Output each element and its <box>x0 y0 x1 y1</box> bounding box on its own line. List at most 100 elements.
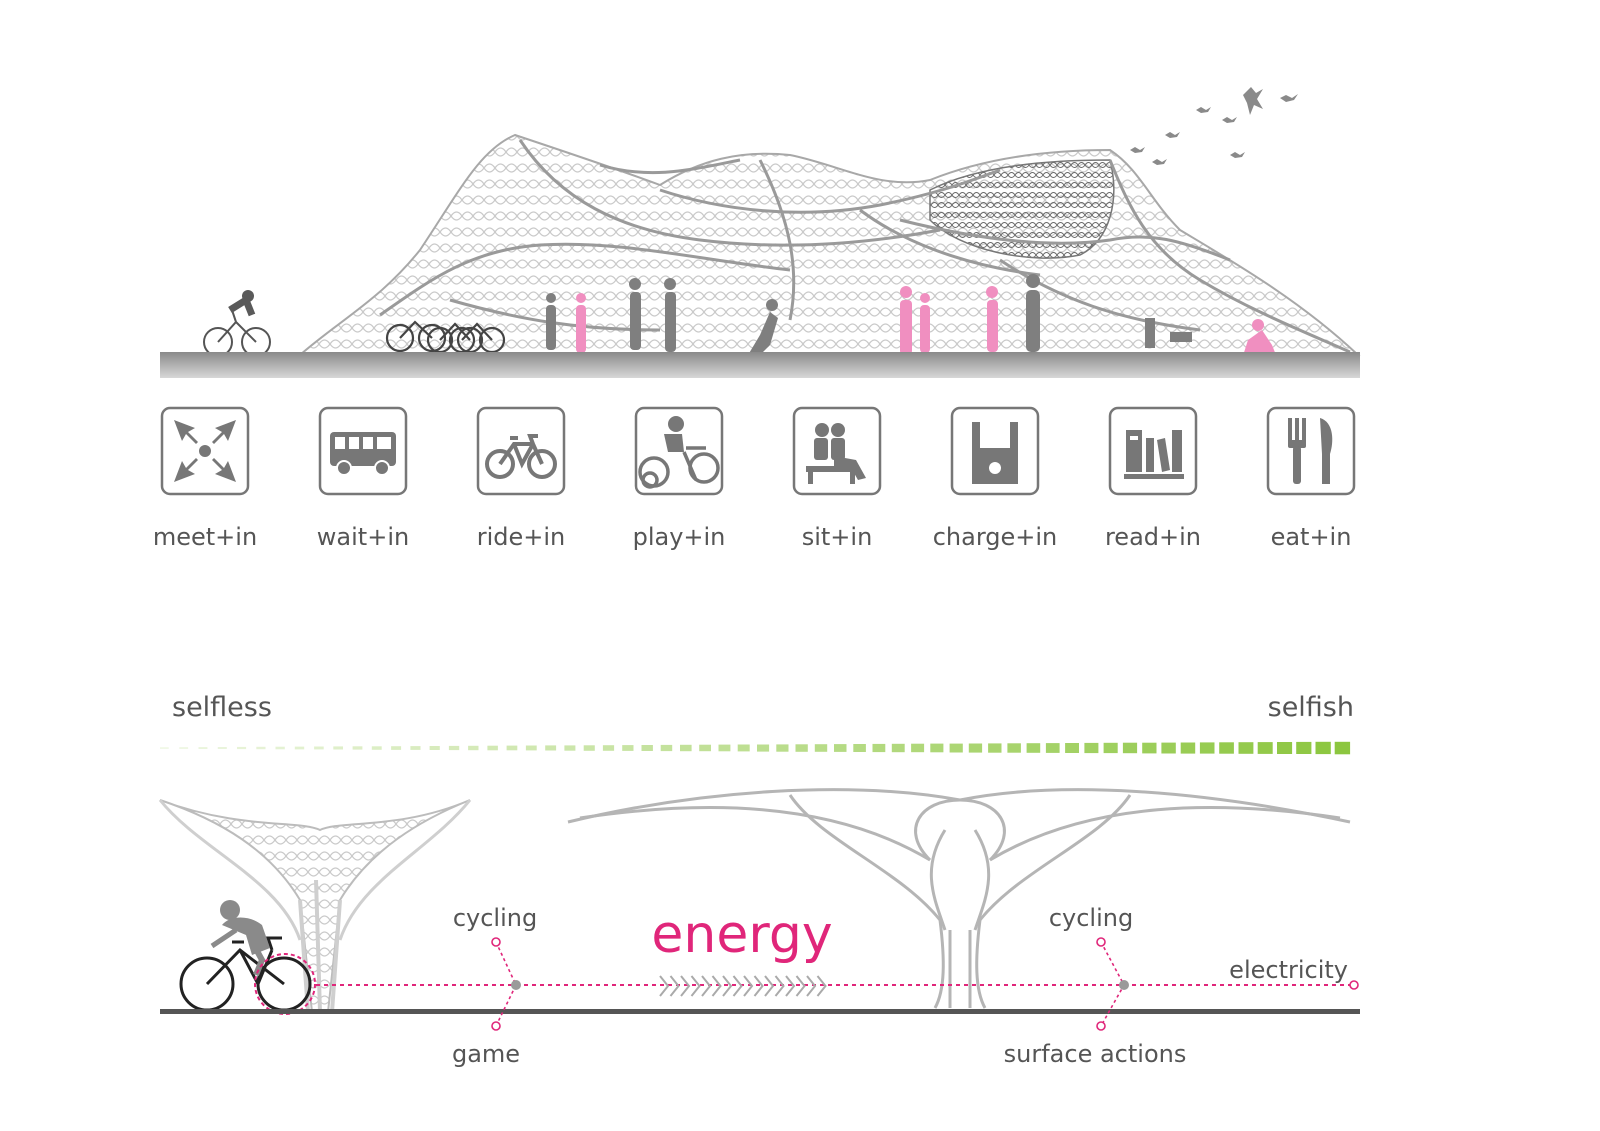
scale-dash <box>1026 743 1041 753</box>
scale-dash <box>1219 742 1234 754</box>
scale-dash <box>1315 741 1331 755</box>
scale-dash <box>1065 743 1079 753</box>
energy-chevrons <box>659 975 827 997</box>
scale-dash <box>834 744 847 752</box>
charge-plug-icon <box>950 406 1040 496</box>
scale-dash <box>198 747 208 749</box>
scale-dash <box>853 744 866 752</box>
scale-dash <box>179 747 189 749</box>
scale-dash <box>294 746 305 750</box>
energy-chevron <box>795 975 806 997</box>
energy-diagram: energy cycling game cycling surface acti… <box>158 788 1360 1068</box>
scale-dash <box>545 745 557 751</box>
activity-label-eat: eat+in <box>1271 523 1352 551</box>
scale-dash <box>949 743 963 753</box>
activity-label-read: read+in <box>1105 523 1201 551</box>
scale-dash <box>583 745 595 751</box>
pavilion-dark-mesh <box>929 159 1115 259</box>
scale-gradient-dashes <box>160 741 1351 755</box>
scale-dash <box>410 746 421 750</box>
scale-dash <box>988 743 1002 753</box>
energy-chevron <box>669 975 680 997</box>
scale-dash <box>1161 742 1176 754</box>
activity-label-play: play+in <box>633 523 726 551</box>
energy-chevron <box>806 975 817 997</box>
scale-dash <box>275 746 285 750</box>
energy-chevron <box>753 975 764 997</box>
scale-dash <box>622 745 634 751</box>
right-cycling-label: cycling <box>1049 904 1133 932</box>
energy-chevron <box>722 975 733 997</box>
scale-dash <box>564 745 576 751</box>
bench-sit-icon <box>792 406 882 496</box>
energy-chevron <box>764 975 775 997</box>
scale-dash <box>814 744 828 752</box>
fork-knife-icon <box>1266 406 1356 496</box>
scale-dash <box>660 744 673 752</box>
scale-dash <box>911 743 925 753</box>
scale-dash <box>1122 742 1138 754</box>
energy-chevron <box>701 975 712 997</box>
cyclist-icon <box>203 290 271 357</box>
scale-dash <box>1334 741 1351 755</box>
activity-label-charge: charge+in <box>933 523 1058 551</box>
scale-dash <box>776 744 789 752</box>
scale-dash <box>468 745 479 751</box>
tree-canopy <box>567 788 1351 1009</box>
scale-dash <box>525 745 537 751</box>
scale-dash <box>602 745 615 751</box>
electricity-endpoint <box>1349 980 1359 990</box>
books-icon <box>1108 406 1198 496</box>
scale-dash <box>1257 742 1273 754</box>
pavilion-ground <box>160 352 1360 378</box>
scale-dash <box>237 746 247 750</box>
scale-dash <box>699 744 711 752</box>
energy-ground <box>160 1009 1360 1014</box>
energy-chevron <box>680 975 691 997</box>
scale-dash <box>680 744 692 752</box>
scale-dash <box>1180 742 1196 754</box>
energy-chevron <box>690 975 701 997</box>
activity-label-wait: wait+in <box>317 523 409 551</box>
surface-actions-label: surface actions <box>1004 1040 1187 1068</box>
scale-dash <box>1007 743 1021 753</box>
scale-dash <box>641 745 653 751</box>
scale-dash <box>487 745 498 751</box>
game-label: game <box>452 1040 520 1068</box>
scale-dash <box>429 746 440 750</box>
energy-chevron <box>774 975 785 997</box>
electricity-label: electricity <box>1229 956 1348 984</box>
scale-dash <box>371 746 382 750</box>
scale-dash <box>930 743 944 753</box>
scale-left-label: selfless <box>172 692 272 723</box>
energy-chevron <box>785 975 796 997</box>
scale-dash <box>352 746 363 750</box>
scale-dash <box>1084 742 1099 754</box>
energy-chevron <box>659 975 670 997</box>
play-cycle-icon <box>634 406 724 496</box>
scale-dash <box>1142 742 1157 754</box>
energy-chevron <box>732 975 743 997</box>
scale-dash <box>256 746 266 750</box>
scale-dash <box>737 744 750 752</box>
left-cycling-label: cycling <box>453 904 537 932</box>
scale-dash <box>160 747 169 749</box>
scale-dash <box>718 744 731 752</box>
energy-chevron <box>711 975 722 997</box>
scale-dash <box>506 745 518 751</box>
scale-dash <box>1277 742 1293 754</box>
scale-dash <box>872 743 886 753</box>
scale-dash <box>1296 741 1312 754</box>
scale-dash <box>757 744 770 752</box>
energy-chevron <box>743 975 754 997</box>
activity-icons-row: meet+in wait+in ride+in play+in sit+in c… <box>153 406 1356 551</box>
scale-dash <box>448 745 460 751</box>
energy-chevron <box>816 975 827 997</box>
scale-dash <box>391 746 402 750</box>
scale-dash <box>795 744 808 752</box>
energy-title: energy <box>651 905 832 965</box>
cyclist-icon <box>179 900 316 1015</box>
activity-label-ride: ride+in <box>477 523 566 551</box>
scale-dash <box>1103 742 1118 754</box>
